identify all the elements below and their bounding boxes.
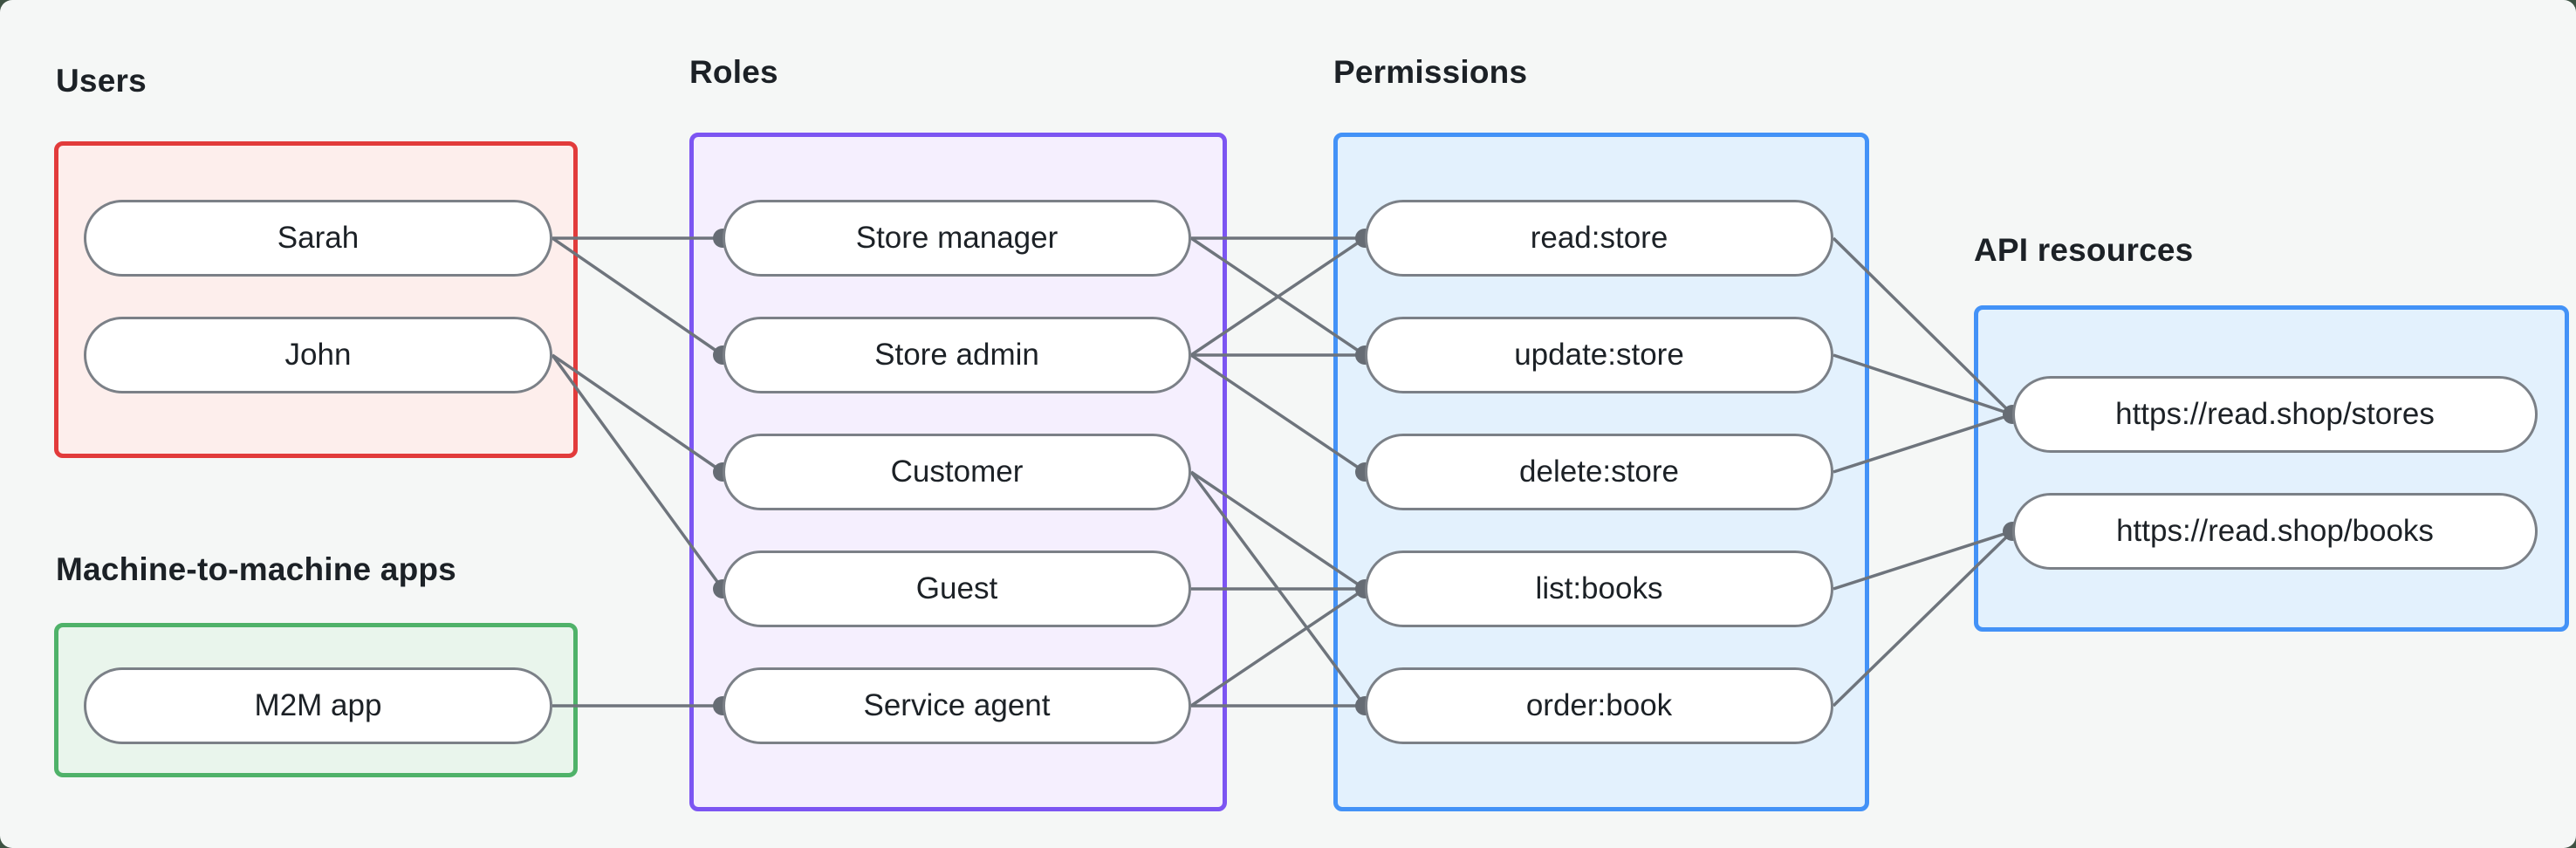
node-order-book: order:book — [1365, 667, 1833, 744]
edge-list_books-books — [1833, 530, 2013, 591]
edge-delete_store-stores — [1833, 413, 2013, 474]
node-api-books: https://read.shop/books — [2012, 493, 2538, 570]
section-label-api-resources: API resources — [1974, 232, 2194, 268]
edge-store_admin-read_store — [1190, 236, 1366, 357]
edge-service_agent-list_books — [1190, 587, 1366, 708]
edge-john-customer — [552, 353, 723, 474]
node-update-store: update:store — [1365, 317, 1833, 393]
node-store-manager: Store manager — [723, 200, 1191, 277]
section-label-users: Users — [56, 63, 147, 99]
edge-store_admin-delete_store — [1190, 353, 1366, 474]
edge-sarah-store_admin — [552, 236, 723, 357]
users-group-box — [54, 141, 578, 458]
node-john: John — [84, 317, 552, 393]
edge-customer-list_books — [1190, 470, 1366, 591]
node-m2m-app: M2M app — [84, 667, 552, 744]
edge-john-guest — [551, 353, 724, 591]
section-label-permissions: Permissions — [1333, 54, 1528, 90]
edge-order_book-books — [1832, 530, 2014, 708]
section-label-machine-to-machine-apps: Machine-to-machine apps — [56, 551, 456, 587]
node-customer: Customer — [723, 434, 1191, 510]
node-read-store: read:store — [1365, 200, 1833, 277]
node-store-admin: Store admin — [723, 317, 1191, 393]
api-resources-group-box — [1974, 305, 2569, 632]
edge-read_store-stores — [1832, 236, 2014, 416]
node-sarah: Sarah — [84, 200, 552, 277]
node-delete-store: delete:store — [1365, 434, 1833, 510]
section-label-roles: Roles — [689, 54, 778, 90]
edge-update_store-stores — [1833, 353, 2013, 416]
node-api-stores: https://read.shop/stores — [2012, 376, 2538, 453]
node-guest: Guest — [723, 551, 1191, 627]
node-service-agent: Service agent — [723, 667, 1191, 744]
node-list-books: list:books — [1365, 551, 1833, 627]
